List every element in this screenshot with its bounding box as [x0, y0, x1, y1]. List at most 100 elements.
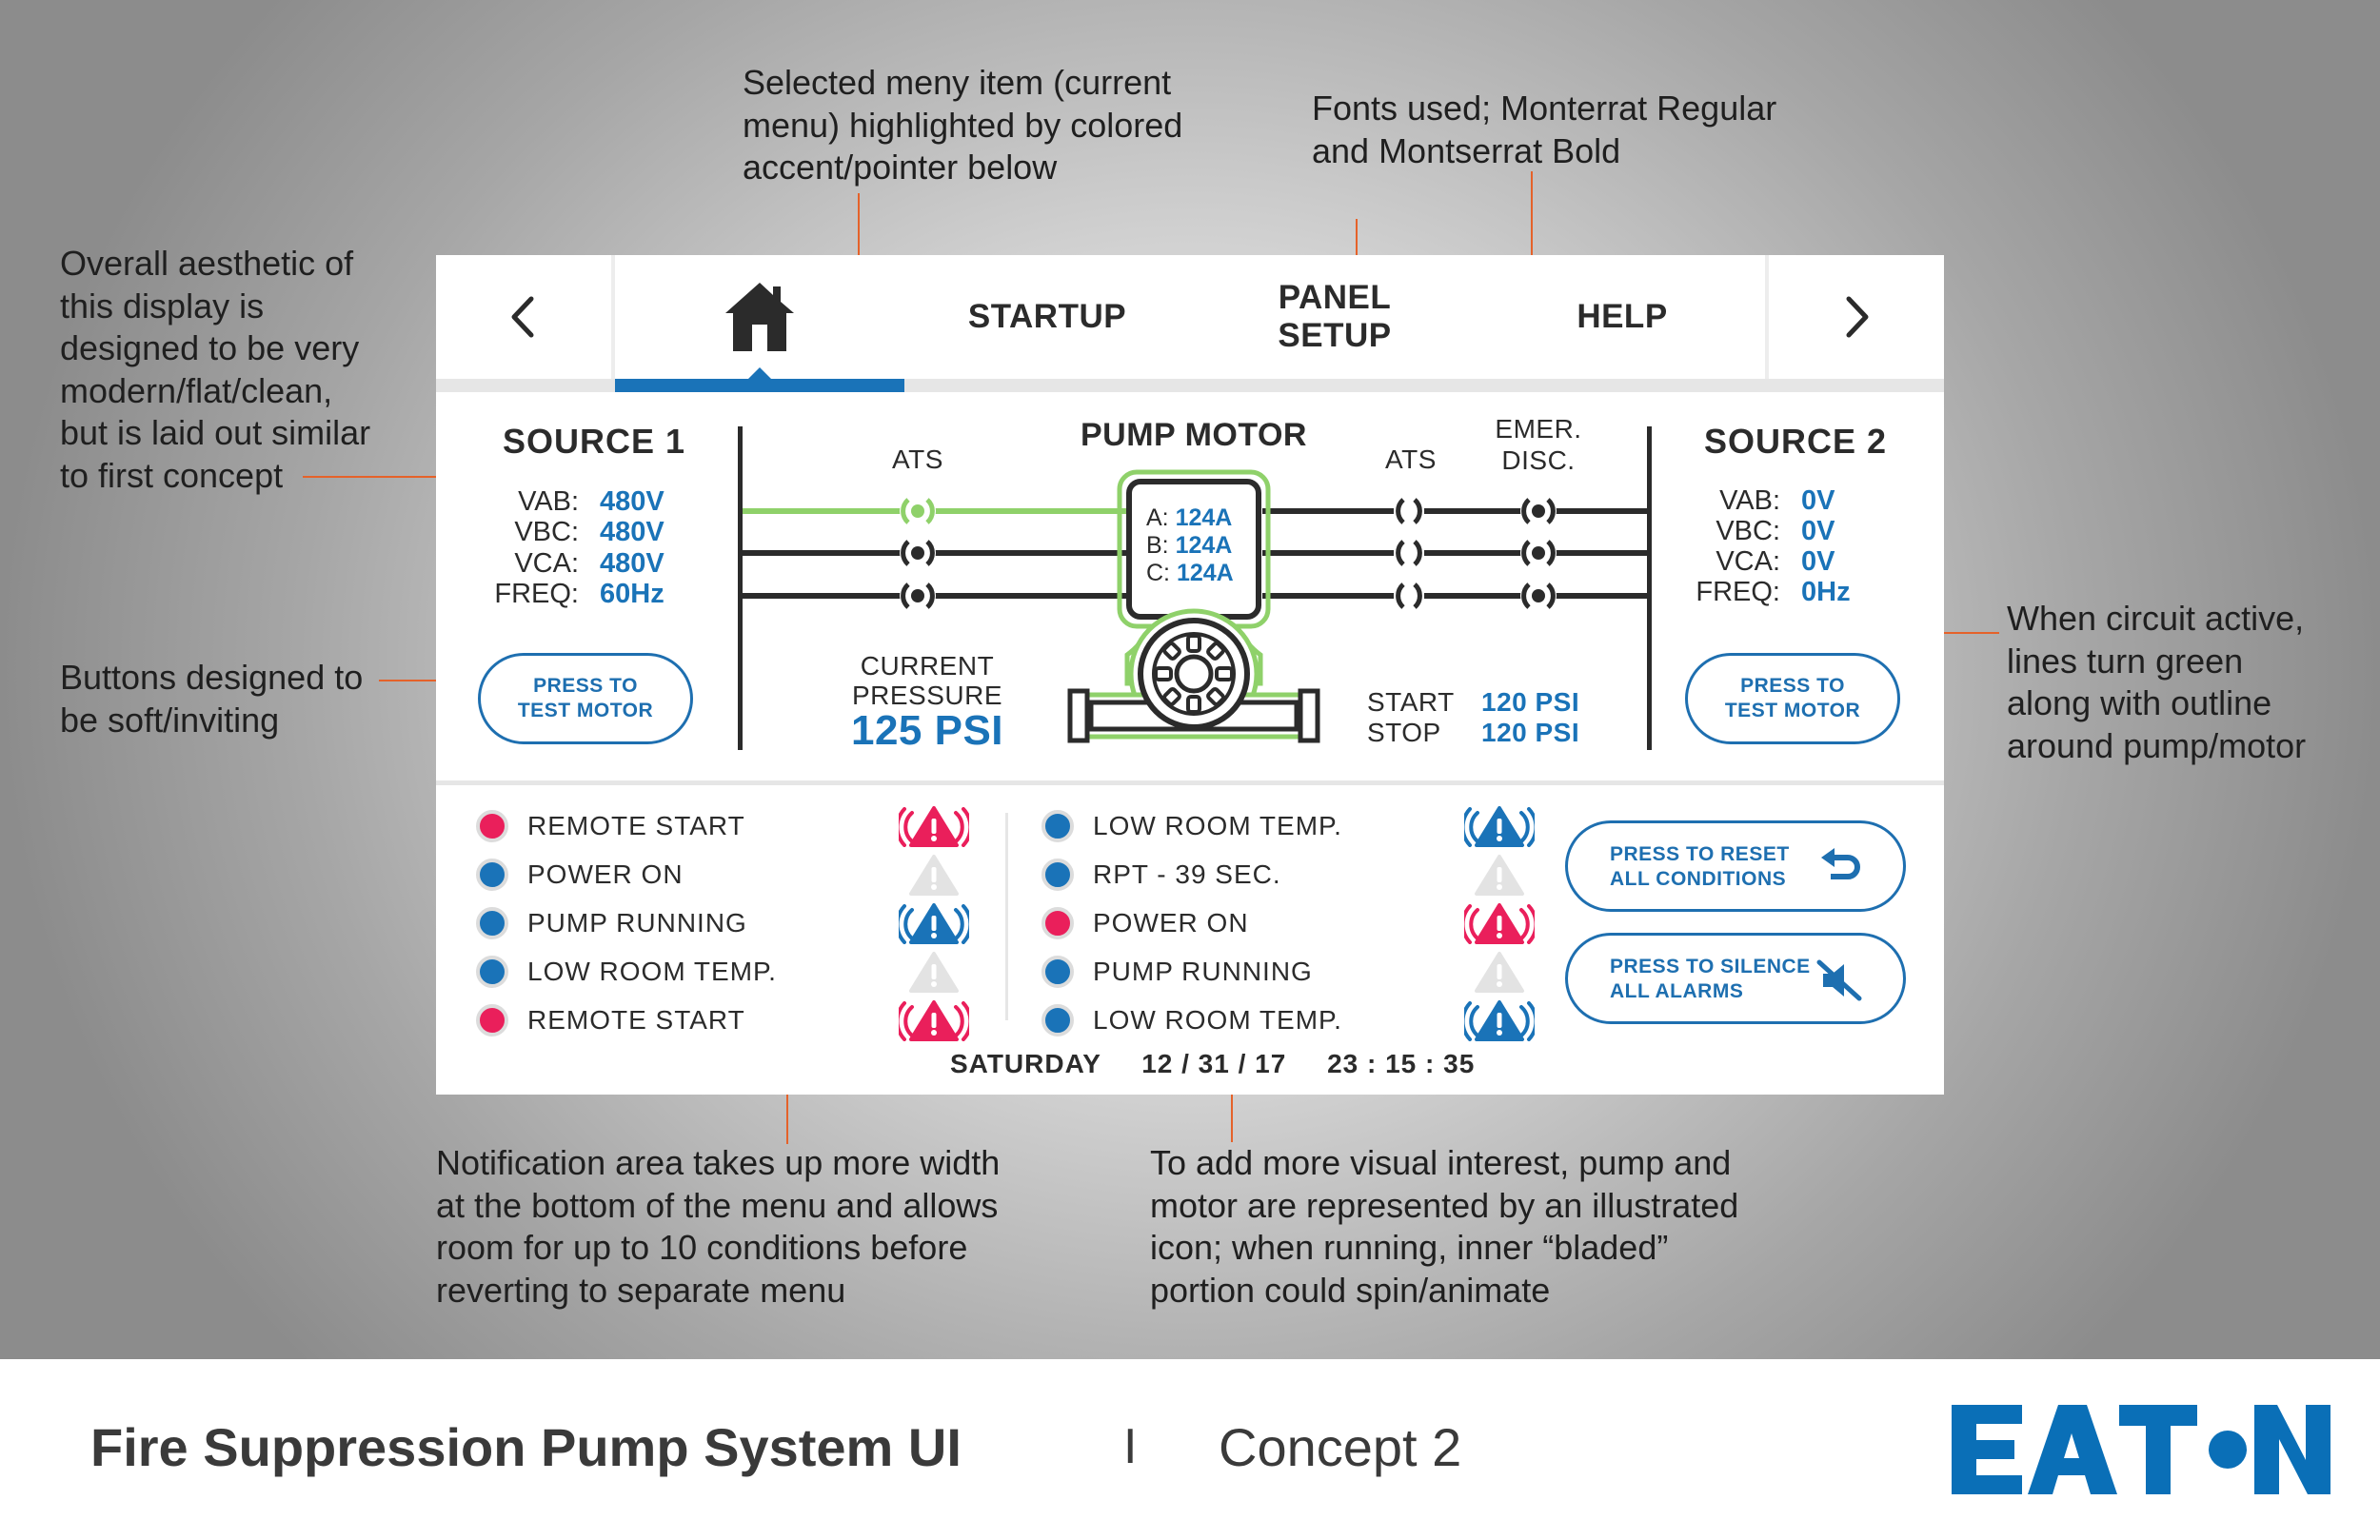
source2-vab-label: VAB:	[1719, 485, 1780, 516]
nav-bar: STARTUP PANEL SETUP HELP	[436, 255, 1944, 392]
status-dot-red	[476, 810, 508, 842]
datetime-bar: SATURDAY 12 / 31 / 17 23 : 15 : 35	[950, 1049, 1521, 1079]
source2-test-motor-button[interactable]: PRESS TO TEST MOTOR	[1685, 653, 1900, 744]
source1-vbc-label: VBC:	[514, 517, 579, 547]
status-dot-red	[1041, 907, 1074, 939]
alarm-red-icon	[899, 806, 969, 847]
source1-vab-label: VAB:	[518, 486, 579, 517]
active-tab-pointer	[748, 367, 771, 379]
stop-value: 120 PSI	[1481, 718, 1580, 747]
pump-motor-icon	[1067, 469, 1320, 743]
annotation-notification-area: Notification area takes up more width at…	[436, 1143, 1001, 1310]
alarm-inactive-icon	[1475, 952, 1524, 993]
source1-test-motor-button[interactable]: PRESS TO TEST MOTOR	[478, 653, 693, 744]
annotation-aesthetic: Overall aesthetic of this display is des…	[60, 244, 371, 495]
alarm-blue-icon	[1464, 1000, 1535, 1041]
prev-button[interactable]	[436, 255, 611, 379]
annotation-selected-menu: Selected meny item (current menu) highli…	[743, 63, 1183, 187]
leader-line	[303, 476, 472, 478]
datetime-time: 23 : 15 : 35	[1327, 1049, 1476, 1078]
notification-text: LOW ROOM TEMP.	[527, 957, 777, 986]
source1-title: SOURCE 1	[503, 422, 686, 461]
alarm-inactive-icon	[909, 855, 959, 896]
silence-all-alarms-button[interactable]: PRESS TO SILENCE ALL ALARMS	[1565, 933, 1906, 1024]
datetime-date: 12 / 31 / 17	[1141, 1049, 1287, 1078]
current-b-label: B:	[1146, 532, 1169, 559]
tab-panel-setup[interactable]: PANEL SETUP	[1278, 279, 1392, 354]
home-icon	[725, 283, 794, 351]
annotation-pump-icon: To add more visual interest, pump and mo…	[1150, 1143, 1739, 1310]
alarm-red-icon	[1464, 903, 1535, 944]
alarm-inactive-icon	[1475, 855, 1524, 896]
source2-freq-label: FREQ:	[1696, 577, 1780, 607]
source1-vca-value: 480V	[600, 548, 664, 579]
notification-row: LOW ROOM TEMP.	[1041, 1001, 1342, 1039]
mute-icon	[1816, 959, 1862, 1001]
annotation-circuit-active: When circuit active, lines turn green al…	[2007, 599, 2307, 765]
tab-home[interactable]	[615, 255, 904, 379]
source2-freq-value: 0Hz	[1801, 577, 1851, 607]
chevron-right-icon	[1846, 296, 1869, 338]
emer-disc-switch-a	[1520, 493, 1557, 529]
ats-right-switch-c	[1394, 578, 1424, 614]
notification-row: POWER ON	[1041, 904, 1249, 942]
status-dot-blue	[1041, 810, 1074, 842]
current-c-label: C:	[1146, 560, 1170, 586]
notification-row: RPT - 39 SEC.	[1041, 856, 1281, 894]
source1-vab-value: 480V	[600, 486, 664, 517]
notification-row: PUMP RUNNING	[1041, 953, 1313, 991]
current-c-value: 124A	[1176, 560, 1234, 586]
annotation-buttons: Buttons designed to be soft/inviting	[60, 658, 364, 740]
current-a-value: 124A	[1175, 504, 1233, 531]
source1-test-motor-label: PRESS TO TEST MOTOR	[517, 675, 654, 721]
section-divider	[436, 780, 1944, 785]
notification-text: REMOTE START	[527, 1005, 745, 1035]
source2-vca-value: 0V	[1801, 546, 1835, 577]
notification-text: PUMP RUNNING	[1093, 957, 1313, 986]
ats-right-label: ATS	[1385, 444, 1437, 474]
stop-label: STOP	[1367, 718, 1441, 747]
notification-row: LOW ROOM TEMP.	[1041, 807, 1342, 845]
one-line-diagram	[738, 426, 1652, 750]
source2-bus-bar	[1647, 426, 1652, 750]
start-value: 120 PSI	[1481, 687, 1580, 717]
status-dot-blue	[476, 907, 508, 939]
annotation-fonts: Fonts used; Monterrat Regular and Montse…	[1312, 89, 1777, 170]
emer-disc-label: EMER. DISC.	[1495, 414, 1582, 475]
ats-left-switch-c	[900, 578, 936, 614]
start-label: START	[1367, 687, 1455, 717]
notification-text: PUMP RUNNING	[527, 908, 747, 938]
notifications-left: REMOTE START POWER ON PUMP RUNNING LOW R…	[476, 807, 1009, 1055]
footer-separator: I	[1123, 1419, 1138, 1474]
next-button[interactable]	[1769, 255, 1944, 379]
footer-title: Fire Suppression Pump System UI	[90, 1417, 962, 1477]
pump-motor-title: PUMP MOTOR	[1081, 417, 1307, 453]
notification-text: RPT - 39 SEC.	[1093, 859, 1281, 889]
emer-disc-switch-c	[1520, 578, 1557, 614]
current-pressure-label: CURRENT PRESSURE	[851, 651, 1003, 710]
footer-bar: Fire Suppression Pump System UI I Concep…	[0, 1359, 2380, 1540]
alarm-inactive-icon	[909, 952, 959, 993]
reset-all-conditions-button[interactable]: PRESS TO RESET ALL CONDITIONS	[1565, 820, 1906, 912]
notification-text: REMOTE START	[527, 811, 745, 840]
notifications-right: LOW ROOM TEMP. RPT - 39 SEC. POWER ON PU…	[1041, 807, 1575, 1055]
reset-all-conditions-label: PRESS TO RESET ALL CONDITIONS	[1610, 843, 1790, 890]
source1-bus-bar	[738, 426, 743, 750]
footer-concept: Concept 2	[1219, 1417, 1462, 1477]
notification-text: POWER ON	[1093, 908, 1249, 938]
status-dot-blue	[1041, 859, 1074, 891]
current-pressure-value: 125 PSI	[850, 707, 1004, 754]
status-dot-red	[476, 1004, 508, 1037]
current-a: A: 124A	[1146, 504, 1251, 532]
ats-right-switch-b	[1394, 535, 1424, 571]
source2-vbc-label: VBC:	[1716, 516, 1780, 546]
status-dot-blue	[1041, 1004, 1074, 1037]
tab-startup[interactable]: STARTUP	[967, 298, 1127, 335]
status-dot-blue	[476, 859, 508, 891]
tab-help[interactable]: HELP	[1577, 298, 1668, 335]
notification-row: REMOTE START	[476, 1001, 745, 1039]
ats-left-switch-a	[900, 493, 936, 529]
notification-text: POWER ON	[527, 859, 684, 889]
motor-current-readout: A: 124A B: 124A C: 124A	[1146, 504, 1251, 587]
alarm-red-icon	[899, 1000, 969, 1041]
